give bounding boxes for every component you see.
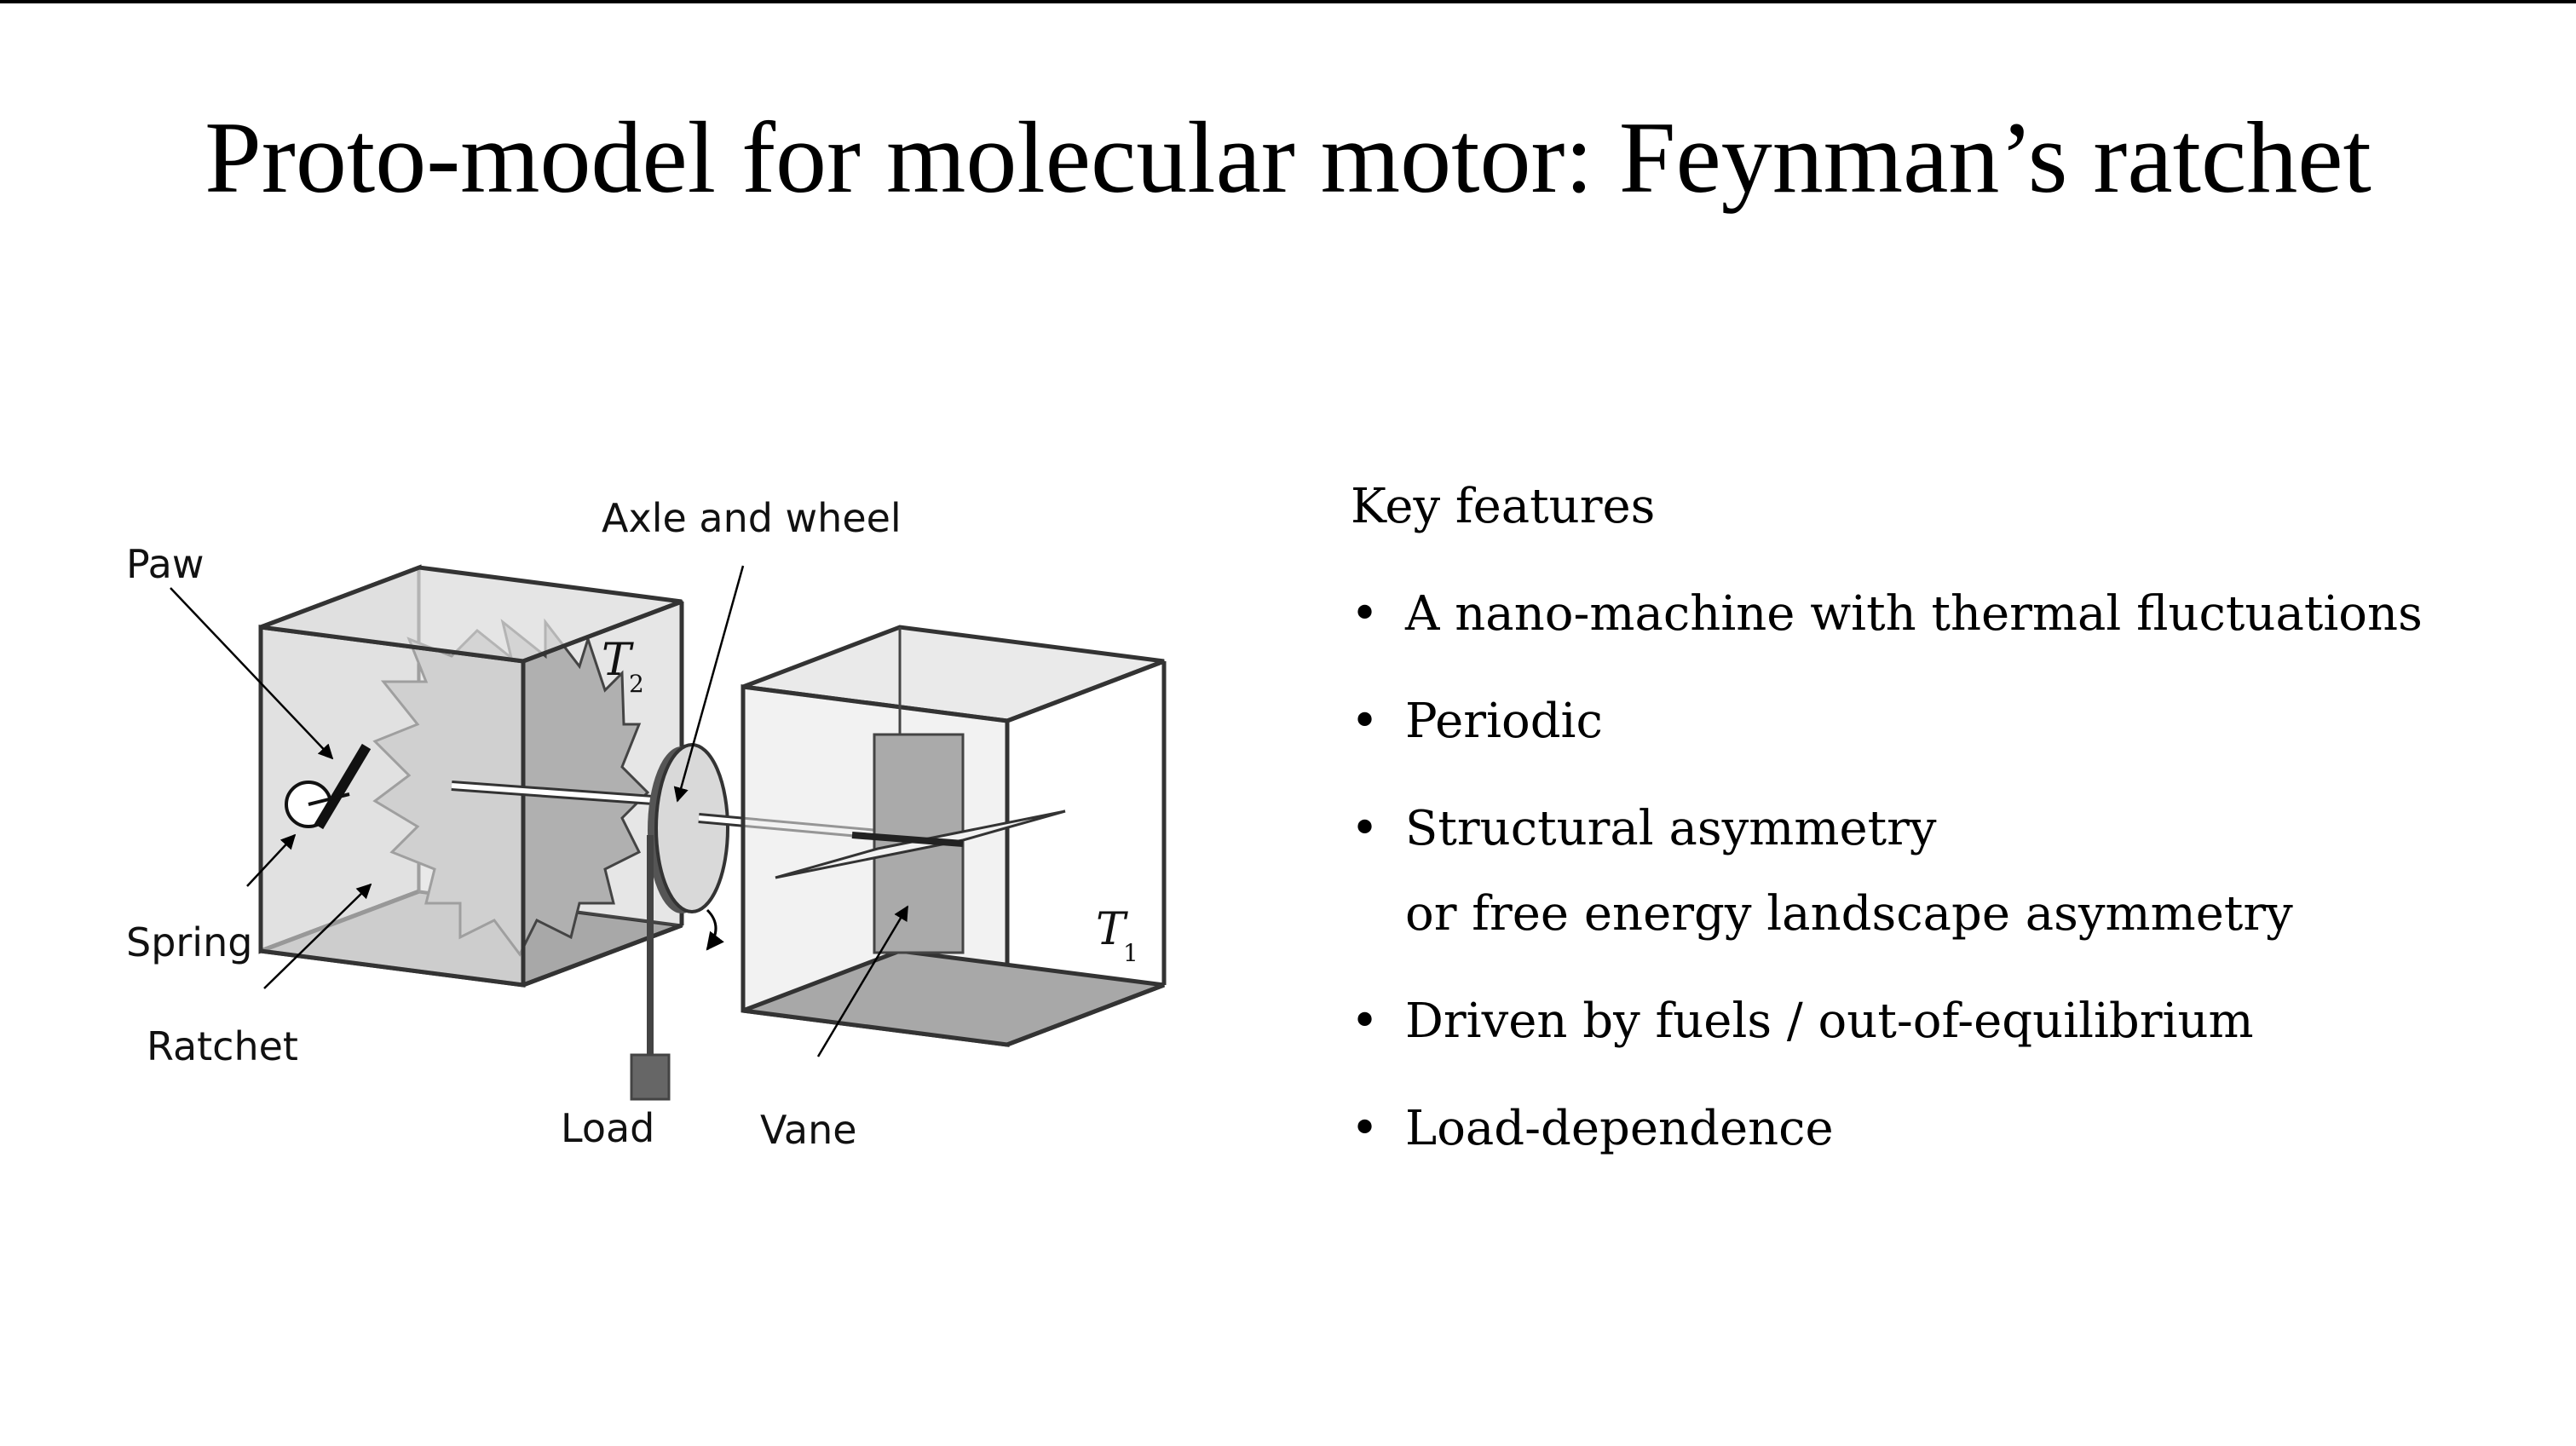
vane-horizontal	[775, 809, 1066, 879]
bullet-icon: •	[1351, 694, 1380, 749]
top-rule	[0, 0, 2576, 3]
feature-item: • A nano-machine with thermal fluctuatio…	[1351, 585, 2544, 644]
feature-item: • Periodic	[1351, 692, 2544, 752]
load-weight	[630, 1053, 671, 1101]
label-paw: Paw	[126, 541, 204, 587]
label-axle-and-wheel: Axle and wheel	[602, 495, 902, 541]
paw	[314, 743, 372, 830]
key-features-heading: Key features	[1351, 479, 1656, 534]
label-spring: Spring	[126, 919, 252, 965]
label-t1-subscript: 1	[1123, 939, 1138, 967]
label-t1-symbol: T	[1096, 904, 1128, 955]
key-features: Key features • A nano-machine with therm…	[1351, 477, 2544, 1207]
feature-item: • Driven by fuels / out-of-equilibrium	[1351, 992, 2544, 1051]
axle-wheel	[654, 743, 729, 913]
feature-text: Structural asymmetry	[1405, 801, 1937, 856]
ratchet-illustration: Paw Axle and wheel Spring Ratchet Load V…	[126, 495, 1167, 1153]
feature-text: Periodic	[1405, 694, 1603, 749]
feature-text: Driven by fuels / out-of-equilibrium	[1405, 994, 2254, 1049]
bullet-icon: •	[1351, 1101, 1380, 1156]
label-t2-subscript: 2	[629, 670, 644, 698]
label-vane: Vane	[760, 1107, 857, 1153]
feature-text: Load-dependence	[1405, 1101, 1834, 1156]
feature-text-continuation: or free energy landscape asymmetry	[1405, 886, 2293, 942]
label-load: Load	[561, 1105, 654, 1151]
feynman-ratchet-diagram: Paw Axle and wheel Spring Ratchet Load V…	[102, 477, 1227, 1176]
feature-list: • A nano-machine with thermal fluctuatio…	[1351, 585, 2544, 1159]
bullet-icon: •	[1351, 994, 1380, 1049]
feature-text: A nano-machine with thermal fluctuations	[1405, 586, 2423, 642]
bullet-icon: •	[1351, 801, 1380, 856]
bullet-icon: •	[1351, 586, 1380, 642]
feature-item: • Structural asymmetry or free energy la…	[1351, 799, 2544, 944]
label-ratchet: Ratchet	[147, 1023, 298, 1069]
slide-title: Proto-model for molecular motor: Feynman…	[205, 101, 2371, 214]
feature-item: • Load-dependence	[1351, 1099, 2544, 1159]
left-box	[258, 564, 684, 988]
right-box	[741, 625, 1167, 1047]
label-t2-symbol: T	[602, 635, 634, 686]
